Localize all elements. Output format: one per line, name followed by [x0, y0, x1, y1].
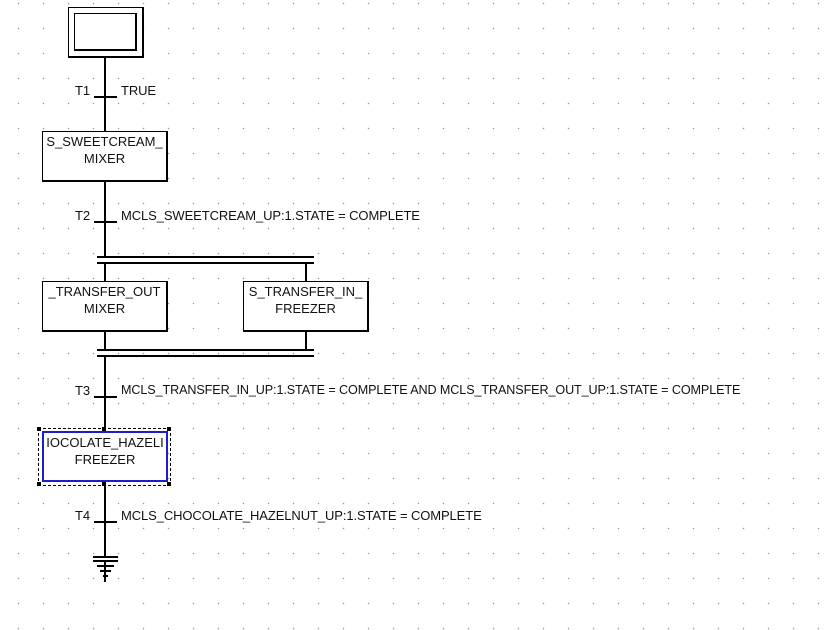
transition-t4-condition[interactable]: MCLS_CHOCOLATE_HAZELNUT_UP:1.STATE = COM… [121, 508, 482, 523]
selection-handle[interactable] [167, 482, 171, 486]
parallel-divergence [97, 256, 314, 264]
transition-t2-name: T2 [75, 208, 90, 223]
transition-t1-name: T1 [75, 83, 90, 98]
selection-handle[interactable] [167, 427, 171, 431]
step-name: S_SWEETCREAM_ [46, 134, 163, 149]
step-transfer-in-freezer[interactable]: S_TRANSFER_IN_ FREEZER [243, 281, 369, 332]
transition-t3-name: T3 [75, 383, 90, 398]
transition-t3-condition[interactable]: MCLS_TRANSFER_IN_UP:1.STATE = COMPLETE A… [121, 383, 741, 397]
step-unit: MIXER [83, 301, 126, 316]
selection-handle[interactable] [102, 427, 106, 431]
selection-handle[interactable] [37, 482, 41, 486]
parallel-convergence [97, 349, 314, 357]
step-sweetcream-mixer[interactable]: S_SWEETCREAM_ MIXER [42, 131, 168, 182]
selection-handle[interactable] [102, 482, 106, 486]
transition-t1-condition[interactable]: TRUE [121, 83, 156, 98]
step-unit: FREEZER [275, 301, 336, 316]
step-name: S_TRANSFER_IN_ [248, 284, 363, 299]
step-transfer-out-mixer[interactable]: _TRANSFER_OUT MIXER [42, 281, 168, 332]
transition-t2-condition[interactable]: MCLS_SWEETCREAM_UP:1.STATE = COMPLETE [121, 208, 420, 223]
step-name: _TRANSFER_OUT [48, 284, 161, 299]
step-name: IOCOLATE_HAZELI [46, 435, 164, 450]
initial-step[interactable] [68, 7, 144, 58]
step-unit: FREEZER [74, 452, 136, 467]
stop-symbol [93, 556, 118, 582]
transition-t4-name: T4 [75, 508, 90, 523]
step-chocolate-hazelnut-freezer[interactable]: IOCOLATE_HAZELI FREEZER [42, 431, 168, 482]
initial-step-inner [74, 13, 137, 51]
selection-handle[interactable] [37, 427, 41, 431]
step-unit: MIXER [83, 151, 126, 166]
